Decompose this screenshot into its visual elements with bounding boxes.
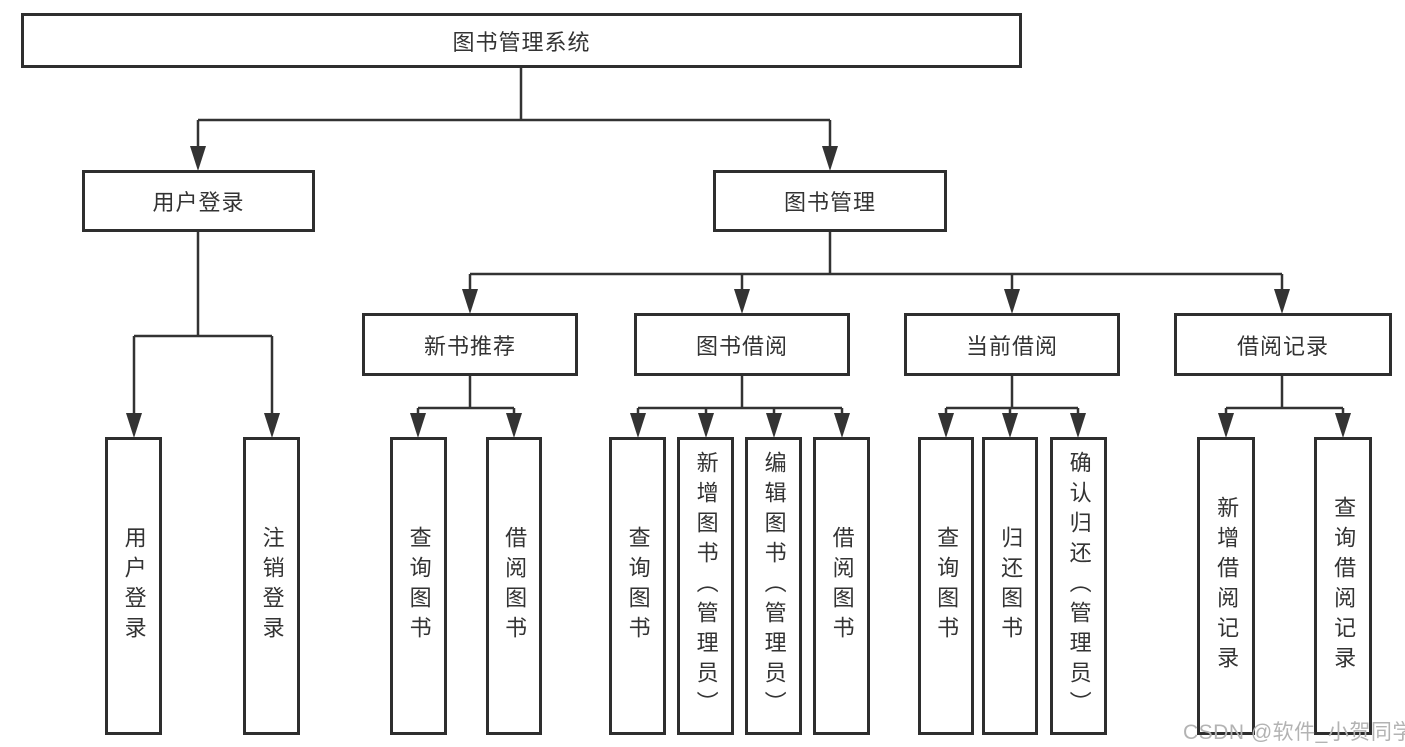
node-label: 编辑图书（管理员） [761, 451, 787, 721]
node-borrow-records: 借阅记录 [1174, 313, 1392, 376]
node-library-management-system: 图书管理系统 [21, 13, 1022, 68]
node-label: 查询图书 [934, 526, 960, 646]
leaf-query-books: 查询图书 [609, 437, 666, 735]
leaf-borrow-books: 借阅图书 [813, 437, 870, 735]
node-new-book-recommend: 新书推荐 [362, 313, 578, 376]
node-book-borrow: 图书借阅 [634, 313, 850, 376]
node-label: 用户登录 [152, 190, 245, 215]
node-current-borrow: 当前借阅 [904, 313, 1120, 376]
leaf-query-borrow-record: 查询借阅记录 [1314, 437, 1372, 735]
node-label: 查询图书 [406, 526, 432, 646]
node-label: 新书推荐 [423, 333, 516, 359]
node-label: 图书管理 [783, 190, 876, 215]
leaf-user-login: 用户登录 [105, 437, 162, 735]
leaf-return-books: 归还图书 [982, 437, 1038, 735]
node-label: 注销登录 [259, 526, 285, 646]
leaf-edit-book-admin: 编辑图书（管理员） [745, 437, 802, 735]
node-label: 确认归还（管理员） [1066, 451, 1092, 721]
leaf-confirm-return-admin: 确认归还（管理员） [1050, 437, 1107, 735]
watermark: CSDN @软件_小贺同学 [1183, 721, 1405, 744]
node-label: 图书借阅 [695, 333, 788, 359]
arrowheads [126, 146, 1351, 438]
node-label: 图书管理系统 [452, 29, 591, 55]
node-label: 新增借阅记录 [1214, 496, 1240, 676]
node-book-management: 图书管理 [713, 170, 947, 232]
node-label: 查询借阅记录 [1331, 496, 1357, 676]
leaf-borrow-books: 借阅图书 [486, 437, 542, 735]
node-label: 查询图书 [625, 526, 651, 646]
leaf-add-book-admin: 新增图书（管理员） [677, 437, 734, 735]
leaf-query-books: 查询图书 [390, 437, 447, 735]
leaf-add-borrow-record: 新增借阅记录 [1197, 437, 1255, 735]
leaf-logout: 注销登录 [243, 437, 300, 735]
node-label: 借阅图书 [829, 526, 855, 646]
node-label: 借阅图书 [502, 526, 528, 646]
node-label: 用户登录 [121, 526, 147, 646]
node-label: 归还图书 [998, 526, 1024, 646]
node-label: 借阅记录 [1236, 333, 1329, 359]
node-label: 当前借阅 [965, 333, 1058, 359]
node-user-login: 用户登录 [82, 170, 315, 232]
node-label: 新增图书（管理员） [693, 451, 719, 721]
leaf-query-books: 查询图书 [918, 437, 974, 735]
